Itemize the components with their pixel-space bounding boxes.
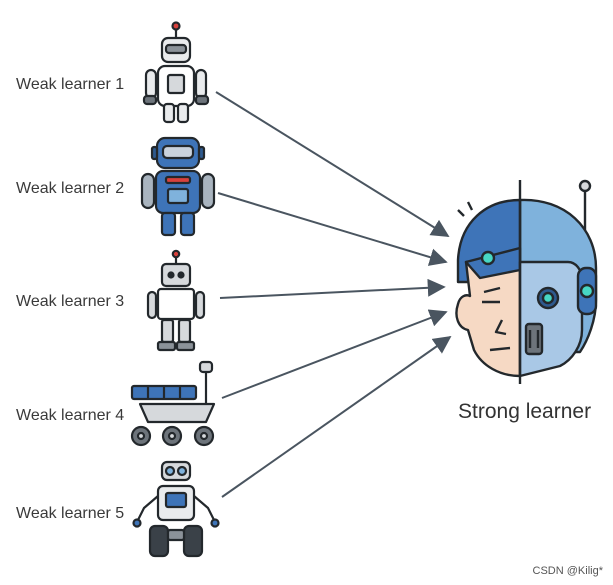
watermark: CSDN @Kilig* <box>532 565 603 577</box>
strong-learner-label: Strong learner <box>458 400 592 423</box>
arrow-1 <box>215 91 450 237</box>
weak-learner-1-label: Weak learner 1 <box>16 76 125 93</box>
arrow-3 <box>219 278 446 299</box>
arrow-5 <box>221 335 452 498</box>
blue-robot-icon <box>140 136 216 237</box>
tracked-robot-icon <box>132 460 220 558</box>
arrow-4 <box>221 309 448 399</box>
weak-learner-4-label: Weak learner 4 <box>16 407 125 424</box>
weak-learner-3-label: Weak learner 3 <box>16 293 125 310</box>
cyborg-head-icon <box>455 179 598 384</box>
weak-learner-5-label: Weak learner 5 <box>16 505 125 522</box>
weak-learner-2-label: Weak learner 2 <box>16 180 125 197</box>
rover-robot-icon <box>130 360 216 447</box>
arrows <box>215 91 452 498</box>
arrow-2 <box>217 192 448 266</box>
white-robot-icon <box>142 21 210 124</box>
boxy-robot-icon <box>146 249 206 352</box>
